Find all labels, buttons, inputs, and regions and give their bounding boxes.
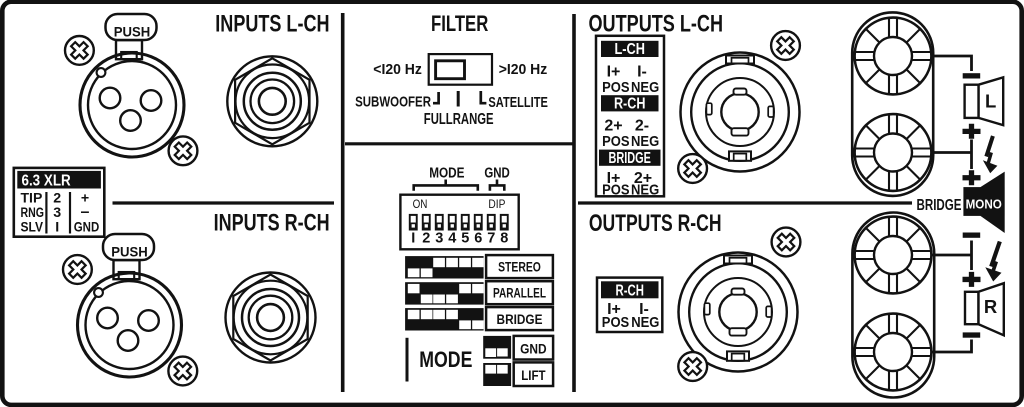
svg-text:I-: I- xyxy=(639,301,649,318)
svg-text:R-CH: R-CH xyxy=(616,282,644,299)
svg-text:LIFT: LIFT xyxy=(521,368,546,384)
svg-text:FILTER: FILTER xyxy=(431,11,488,36)
svg-text:I+: I+ xyxy=(607,63,621,80)
svg-text:NEG: NEG xyxy=(631,79,659,96)
svg-text:<I20 Hz: <I20 Hz xyxy=(373,62,422,78)
svg-text:FULLRANGE: FULLRANGE xyxy=(424,111,494,128)
svg-text:3: 3 xyxy=(53,205,61,221)
svg-text:GND: GND xyxy=(520,342,547,358)
svg-text:MONO: MONO xyxy=(966,197,1002,212)
svg-text:4: 4 xyxy=(448,231,456,247)
svg-text:I+: I+ xyxy=(607,301,621,318)
svg-text:INPUTS R-CH: INPUTS R-CH xyxy=(214,209,330,236)
svg-text:7: 7 xyxy=(487,231,495,247)
svg-text:–: – xyxy=(81,203,90,220)
svg-text:BRIDGE: BRIDGE xyxy=(917,197,962,214)
svg-text:I: I xyxy=(55,220,59,236)
svg-text:GND: GND xyxy=(484,166,509,182)
svg-text:+: + xyxy=(81,190,89,206)
svg-text:INPUTS L-CH: INPUTS L-CH xyxy=(215,11,329,38)
svg-text:SUBWOOFER: SUBWOOFER xyxy=(355,94,431,111)
svg-text:DIP: DIP xyxy=(488,199,505,211)
svg-text:SATELLITE: SATELLITE xyxy=(488,94,548,111)
svg-text:5: 5 xyxy=(461,231,469,247)
svg-text:POS: POS xyxy=(602,133,629,150)
svg-text:RNG: RNG xyxy=(21,205,45,221)
svg-text:6: 6 xyxy=(474,231,482,247)
svg-text:L-CH: L-CH xyxy=(614,41,645,58)
svg-text:>I20 Hz: >I20 Hz xyxy=(499,62,548,78)
svg-text:BRIDGE: BRIDGE xyxy=(608,150,651,167)
svg-text:GND: GND xyxy=(74,220,100,236)
svg-text:TIP: TIP xyxy=(21,190,43,206)
svg-text:PARALLEL: PARALLEL xyxy=(493,286,546,302)
svg-text:R-CH: R-CH xyxy=(614,95,646,112)
svg-text:POS: POS xyxy=(602,314,629,331)
svg-text:L: L xyxy=(985,91,996,112)
svg-text:2: 2 xyxy=(53,190,61,206)
svg-text:MODE: MODE xyxy=(429,166,465,182)
svg-text:POS: POS xyxy=(602,79,629,96)
svg-text:2+: 2+ xyxy=(604,118,622,135)
svg-text:2: 2 xyxy=(422,231,430,247)
svg-text:6.3 XLR: 6.3 XLR xyxy=(22,173,71,190)
svg-text:ON: ON xyxy=(413,199,428,211)
svg-text:POS: POS xyxy=(602,182,629,199)
svg-text:NEG: NEG xyxy=(631,133,659,150)
svg-text:OUTPUTS L-CH: OUTPUTS L-CH xyxy=(589,10,724,37)
svg-text:STEREO: STEREO xyxy=(498,260,541,276)
svg-text:2+: 2+ xyxy=(634,170,652,187)
svg-text:8: 8 xyxy=(500,231,508,247)
svg-text:MODE: MODE xyxy=(419,347,472,372)
svg-text:3: 3 xyxy=(435,231,443,247)
svg-text:NEG: NEG xyxy=(631,314,659,331)
svg-text:SLV: SLV xyxy=(21,220,44,236)
svg-text:OUTPUTS R-CH: OUTPUTS R-CH xyxy=(589,210,722,237)
svg-text:I: I xyxy=(411,231,415,247)
svg-text:NEG: NEG xyxy=(631,182,659,199)
svg-text:BRIDGE: BRIDGE xyxy=(497,312,543,328)
svg-text:R: R xyxy=(984,296,997,317)
svg-text:I+: I+ xyxy=(607,170,621,187)
svg-text:2-: 2- xyxy=(635,118,649,135)
svg-text:I-: I- xyxy=(637,63,647,80)
